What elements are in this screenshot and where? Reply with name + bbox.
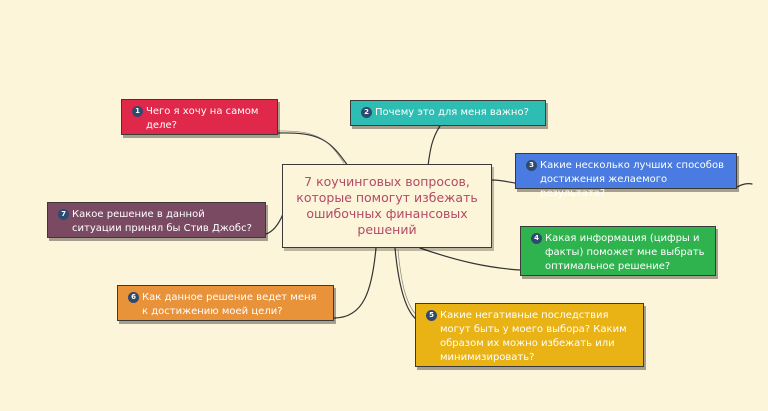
connector-6 <box>333 247 377 319</box>
number-badge-3: 3 <box>526 160 537 171</box>
topic-3-text: Какие несколько лучших способов достижен… <box>540 160 724 199</box>
connector-3-tail <box>736 183 753 188</box>
topic-2[interactable]: 2 Почему это для меня важно? <box>350 100 546 126</box>
connector-3 <box>491 179 516 184</box>
topic-4-text: Какая информация (цифры и факты) поможет… <box>545 233 705 272</box>
topic-7[interactable]: 7 Какое решение в данной ситуации принял… <box>47 202 266 238</box>
topic-2-text: Почему это для меня важно? <box>375 107 529 118</box>
number-badge-6: 6 <box>128 292 139 303</box>
connector-1-sketch <box>274 130 345 164</box>
central-topic[interactable]: 7 коучинговых вопросов, которые помогут … <box>282 164 492 248</box>
topic-6[interactable]: 6 Как данное решение ведет меня к достиж… <box>117 285 334 321</box>
number-badge-5: 5 <box>426 310 437 321</box>
topic-6-text: Как данное решение ведет меня к достижен… <box>142 292 317 317</box>
topic-4[interactable]: 4 Какая информация (цифры и факты) помож… <box>520 226 716 276</box>
connector-4 <box>419 247 521 271</box>
connector-1 <box>277 132 349 167</box>
topic-5[interactable]: 5 Какие негативные последствия могут быт… <box>415 303 644 367</box>
central-topic-title: 7 коучинговых вопросов, которые помогут … <box>296 174 478 237</box>
number-badge-7: 7 <box>58 209 69 220</box>
number-badge-2: 2 <box>361 107 372 118</box>
topic-3[interactable]: 3 Какие несколько лучших способов достиж… <box>515 153 737 199</box>
connector-7 <box>265 213 284 235</box>
topic-1-text: Чего я хочу на самом деле? <box>146 106 259 131</box>
topic-7-text: Какое решение в данной ситуации принял б… <box>72 209 252 234</box>
topic-1[interactable]: 1 Чего я хочу на самом деле? <box>121 99 278 135</box>
number-badge-1: 1 <box>132 106 143 117</box>
connector-2 <box>427 125 441 167</box>
number-badge-4: 4 <box>531 233 542 244</box>
connector-5 <box>394 247 418 321</box>
topic-5-text: Какие негативные последствия могут быть … <box>440 310 627 363</box>
